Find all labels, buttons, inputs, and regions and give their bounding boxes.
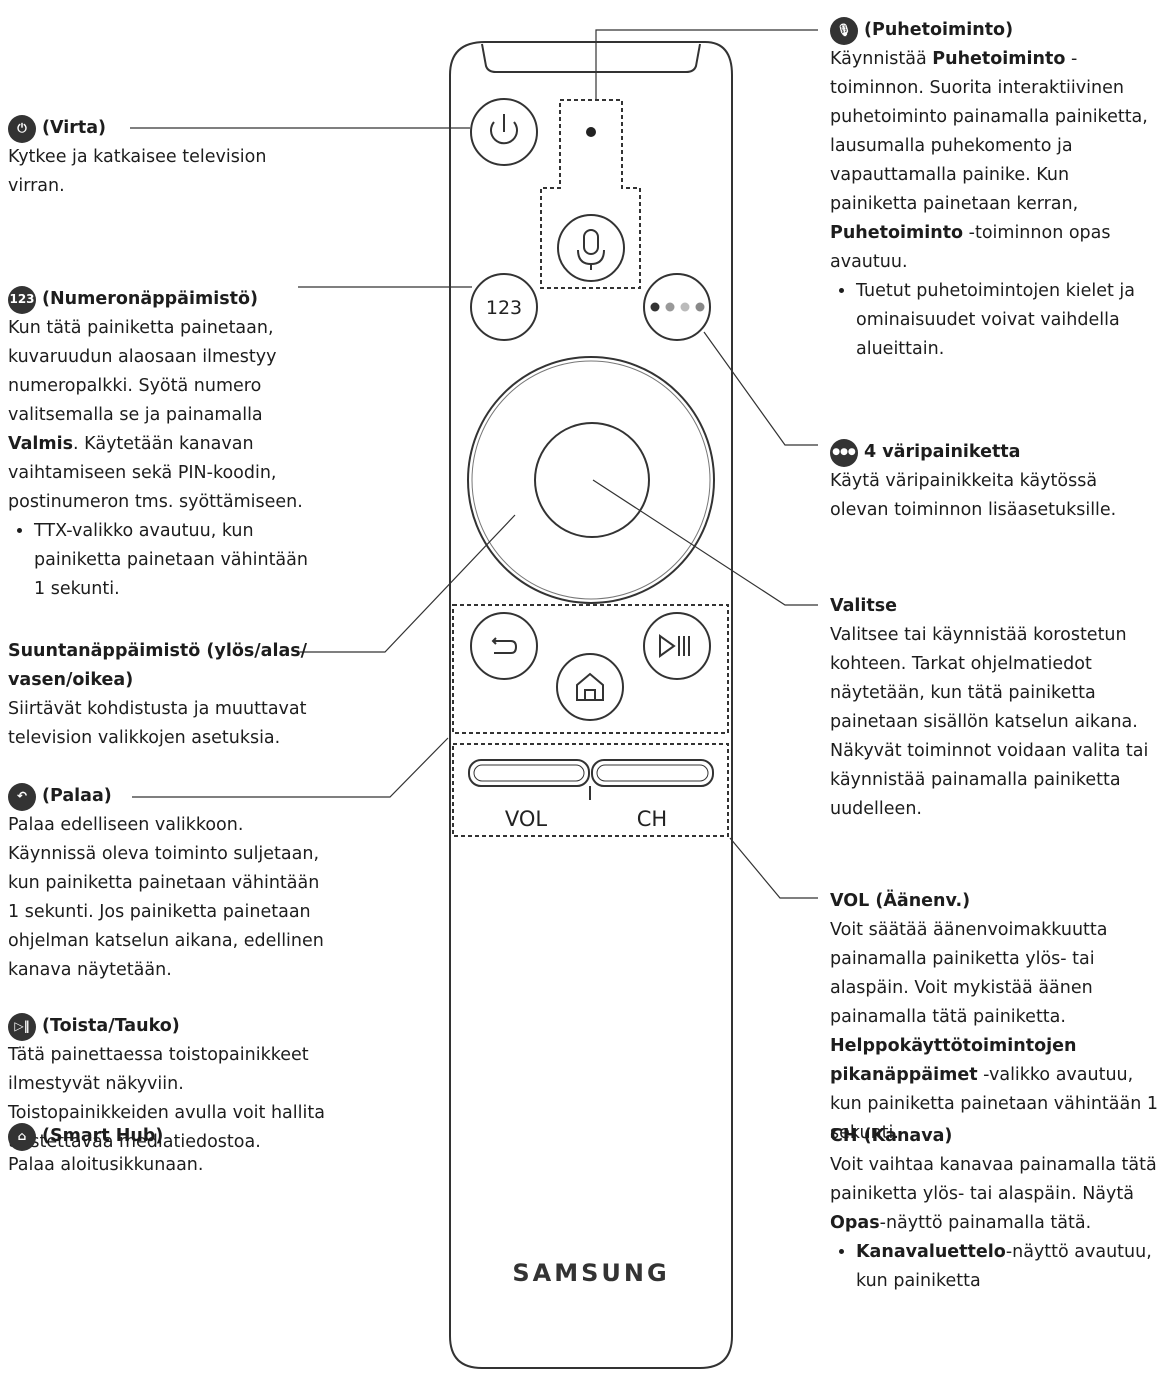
voice-desc: 🎙 (Puhetoiminto) Käynnistää Puhetoiminto … xyxy=(830,16,1158,364)
direction-desc: Suuntanäppäimistö (ylös/alas/ vasen/oike… xyxy=(8,637,313,753)
mic-icon: 🎙 xyxy=(830,16,858,45)
voice-button[interactable] xyxy=(557,214,625,282)
direction-text: Siirtävät kohdistusta ja muuttavat telev… xyxy=(8,699,307,748)
ch-rocker-inner xyxy=(596,764,709,782)
return-button[interactable] xyxy=(470,612,538,680)
ch-bullet: Kanavaluettelo-näyttö avautuu, kun paini… xyxy=(856,1238,1158,1296)
smart-hub-title: (Smart Hub) xyxy=(42,1126,164,1146)
color-buttons-text: Käytä väripainikkeita käytössä olevan to… xyxy=(830,471,1117,520)
ch-title: CH (Kanava) xyxy=(830,1126,953,1146)
play-pause-button[interactable] xyxy=(643,612,711,680)
power-title: (Virta) xyxy=(42,118,107,138)
return-text: Palaa edelliseen valikkoon. Käynnissä ol… xyxy=(8,815,324,980)
ch-text: Voit vaihtaa kanavaa painamalla tätä pai… xyxy=(830,1155,1157,1233)
number-pad-desc: 123 (Numeronäppäimistö) Kun tätä painiket… xyxy=(8,285,308,604)
return-desc: ↶ (Palaa) Palaa edelliseen valikkoon. Käy… xyxy=(8,782,328,985)
smart-hub-desc: ⌂ (Smart Hub) Palaa aloitusikkunaan. xyxy=(8,1122,328,1180)
mic-hole xyxy=(586,127,596,137)
mic-area-outline xyxy=(540,99,641,289)
return-title: (Palaa) xyxy=(42,786,112,806)
power-desc: ⏻ (Virta) Kytkee ja katkaisee television … xyxy=(8,114,318,201)
vol-label: VOL xyxy=(505,807,548,831)
brand-logo: SAMSUNG xyxy=(512,1259,669,1287)
voice-title: (Puhetoiminto) xyxy=(864,20,1014,40)
power-icon: ⏻ xyxy=(8,114,36,143)
ch-desc: CH (Kanava) Voit vaihtaa kanavaa painama… xyxy=(830,1122,1158,1296)
home-button[interactable] xyxy=(556,653,624,721)
ch-rocker[interactable] xyxy=(591,759,714,787)
select-title: Valitse xyxy=(830,596,898,616)
number-pad-title: (Numeronäppäimistö) xyxy=(42,289,259,309)
vol-text: Voit säätää äänenvoimakkuutta painamalla… xyxy=(830,920,1159,1143)
number-pad-button[interactable]: 123 xyxy=(470,273,538,341)
vol-ch-outline xyxy=(452,743,729,837)
play-pause-title: (Toista/Tauko) xyxy=(42,1016,180,1036)
color-buttons-desc: ●●● 4 väripainiketta Käytä väripainikkeit… xyxy=(830,438,1158,525)
play-pause-icon: ▷‖ xyxy=(8,1012,36,1041)
color-dots-icon: ●●● xyxy=(830,438,858,467)
direction-pad-inner xyxy=(471,360,711,600)
number-pad-icon: 123 xyxy=(8,285,36,314)
select-desc: Valitse Valitsee tai käynnistää korostet… xyxy=(830,592,1158,824)
remote-top-lip xyxy=(481,43,701,73)
vol-rocker[interactable] xyxy=(468,759,590,787)
number-pad-bullet: TTX-valikko avautuu, kun painiketta pain… xyxy=(34,517,308,604)
leader-lines xyxy=(130,29,818,899)
power-button[interactable] xyxy=(470,98,538,166)
select-button[interactable] xyxy=(534,422,650,538)
direction-title: Suuntanäppäimistö (ylös/alas/ vasen/oike… xyxy=(8,641,308,690)
voice-bullet: Tuetut puhetoimintojen kielet ja ominais… xyxy=(856,277,1158,364)
number-pad-label: 123 xyxy=(486,297,522,319)
number-pad-text: Kun tätä painiketta painetaan, kuvaruudu… xyxy=(8,318,303,512)
play-pause-text: Tätä painettaessa toistopainikkeet ilmes… xyxy=(8,1045,325,1152)
ch-label: CH xyxy=(637,807,667,831)
color-buttons[interactable] xyxy=(643,273,711,341)
power-text: Kytkee ja katkaisee television virran. xyxy=(8,147,267,196)
voice-text: Käynnistää Puhetoiminto -toiminnon. Suor… xyxy=(830,49,1148,272)
vol-title: VOL (Äänenv.) xyxy=(830,891,971,911)
smart-hub-text: Palaa aloitusikkunaan. xyxy=(8,1155,204,1175)
vol-rocker-inner xyxy=(473,764,585,782)
play-pause-desc: ▷‖ (Toista/Tauko) Tätä painettaessa toist… xyxy=(8,1012,338,1157)
select-text: Valitsee tai käynnistää korostetun kohte… xyxy=(830,625,1149,819)
vol-desc: VOL (Äänenv.) Voit säätää äänenvoimakkuu… xyxy=(830,887,1158,1148)
nav-buttons-outline xyxy=(452,604,729,734)
return-icon: ↶ xyxy=(8,782,36,811)
home-icon: ⌂ xyxy=(8,1122,36,1151)
color-buttons-title: 4 väripainiketta xyxy=(864,442,1021,462)
